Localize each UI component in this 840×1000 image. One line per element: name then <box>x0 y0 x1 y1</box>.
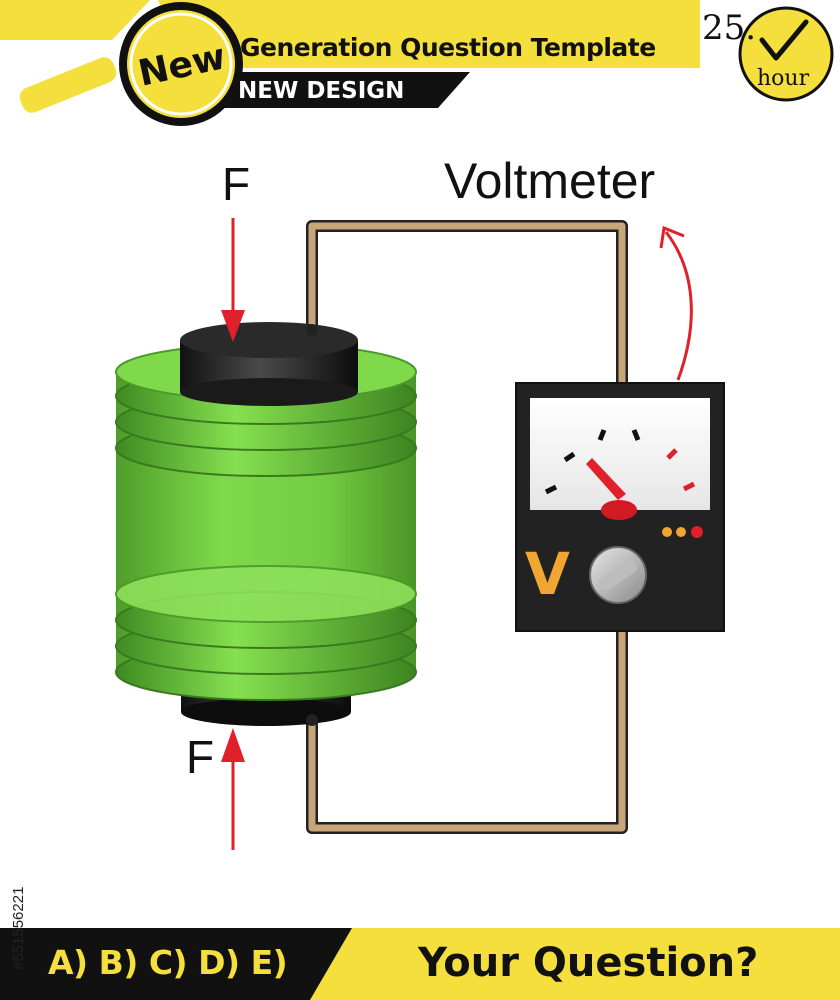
header-yellow-left <box>0 0 150 40</box>
meter-needle <box>586 458 626 500</box>
stock-id-text: #551556221 <box>10 886 27 970</box>
timer-number: 25. <box>702 8 757 48</box>
footer-black-bar <box>0 928 352 1000</box>
question-text: Your Question? <box>418 940 759 986</box>
force-arrow-up <box>221 728 245 850</box>
footer-yellow-band <box>310 928 840 1000</box>
voltmeter-pointer-arrow <box>659 225 693 381</box>
magnifier-handle <box>19 57 117 113</box>
voltmeter-label: Voltmeter <box>444 153 656 209</box>
voltmeter-device <box>515 382 725 632</box>
subtitle-black-bar <box>205 72 470 108</box>
answer-options: A) B) C) D) E) <box>48 943 288 982</box>
range-knob <box>589 546 647 604</box>
force-top-label: F <box>222 158 251 210</box>
page-title: Generation Question Template <box>240 33 656 62</box>
scale-ticks <box>544 429 696 495</box>
crystal-bottom-rings <box>115 565 417 701</box>
footer-banner <box>0 928 840 1000</box>
magnifier-lens-inner <box>129 12 233 116</box>
meter-symbol: V <box>525 540 570 608</box>
timer-clock-icon <box>738 6 834 102</box>
indicator-leds <box>662 526 703 538</box>
bottom-terminal <box>306 714 318 726</box>
page-subtitle: NEW DESIGN <box>238 78 405 104</box>
piezo-cylinder <box>115 322 417 726</box>
stock-id-watermark: #551556221 <box>4 770 34 980</box>
timer-unit: hour <box>757 66 810 91</box>
circuit-wire <box>306 220 628 834</box>
top-electrode <box>180 322 358 406</box>
needle-pivot <box>601 500 637 520</box>
force-bottom-label: F <box>186 731 215 783</box>
force-arrow-down <box>221 218 245 342</box>
top-terminal <box>306 324 318 336</box>
header-banner <box>0 0 700 126</box>
